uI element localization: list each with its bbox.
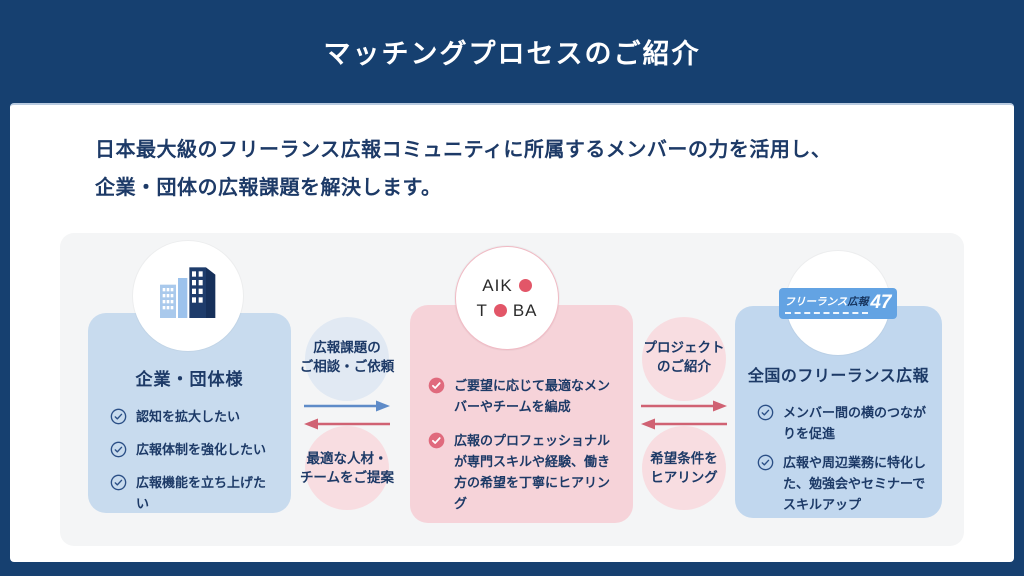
badge-text-navy: 広報	[847, 295, 869, 308]
badge-text: フリーランス広報	[784, 292, 869, 314]
page-title: マッチングプロセスのご紹介	[323, 39, 701, 69]
flow-blob	[642, 317, 726, 401]
aikotoba-logo-row: T BA	[476, 301, 537, 321]
check-circle-icon	[110, 474, 127, 514]
flow-label-line: 希望条件を	[650, 451, 718, 466]
check-circle-icon	[110, 441, 127, 464]
aikotoba-logo-row: AIK	[482, 275, 532, 296]
list-item-label: メンバー間の横のつながりを促進	[783, 405, 927, 441]
badge-text-white: フリーランス	[784, 295, 848, 308]
arrow-right-icon	[304, 399, 390, 412]
check-circle-icon	[110, 408, 127, 431]
list-item-label: 広報や周辺業務に特化した、勉強会やセミナーでスキルアップ	[783, 455, 927, 512]
intro-line-1: 日本最大級のフリーランス広報コミュニティに所属するメンバーの力を活用し、	[95, 139, 832, 161]
company-panel-title: 企業・団体様	[135, 370, 244, 389]
list-item-label: 認知を拡大したい	[136, 409, 241, 424]
flow-blob	[305, 317, 389, 401]
list-item-label: 広報機能を立ち上げたい	[136, 475, 267, 511]
freelance-logo-circle: フリーランス広報 47	[778, 251, 898, 355]
flow-label-line: 最適な人材・	[306, 451, 388, 466]
check-circle-filled-icon	[428, 377, 445, 417]
aikotoba-logo: AIK T BA	[476, 276, 537, 321]
logo-text: T	[476, 300, 488, 320]
list-item: 認知を拡大したい	[110, 406, 273, 431]
intro-text: 日本最大級のフリーランス広報コミュニティに所属するメンバーの力を活用し、 企業・…	[95, 131, 831, 207]
flow-blob	[305, 426, 389, 510]
check-circle-icon	[757, 404, 774, 444]
flow-label-propose: 最適な人材・ チームをご提案	[282, 449, 412, 487]
aikotoba-panel: ご要望に応じて最適なメンバーやチームを編成 広報のプロフェッショナルが専門スキル…	[410, 305, 633, 523]
list-item-label: 広報体制を強化したい	[136, 442, 267, 457]
flow-label-line: 広報課題の	[313, 340, 381, 355]
company-logo-circle	[133, 241, 243, 351]
flow-label-line: ヒアリング	[650, 470, 718, 485]
flow-label-hearing: 希望条件を ヒアリング	[619, 449, 749, 487]
check-circle-icon	[757, 454, 774, 515]
flow-label-line: ご相談・ご依頼	[299, 359, 395, 374]
flow-label-line: チームをご提案	[299, 470, 395, 485]
list-item-label: 広報のプロフェッショナルが専門スキルや経験、働き方の希望を丁寧にヒアリング	[454, 433, 611, 511]
logo-dot-o-icon	[518, 279, 532, 292]
aikotoba-logo-circle: AIK T BA	[455, 246, 559, 350]
logo-text: AIK	[482, 275, 513, 295]
header-band: マッチングプロセスのご紹介	[0, 0, 1024, 103]
list-item: 広報や周辺業務に特化した、勉強会やセミナーでスキルアップ	[757, 452, 928, 515]
footer-band	[0, 562, 1024, 576]
company-check-list: 認知を拡大したい 広報体制を強化したい 広報機能を立ち上げたい	[88, 406, 291, 514]
logo-text: BA	[512, 300, 538, 320]
aikotoba-check-list: ご要望に応じて最適なメンバーやチームを編成 広報のプロフェッショナルが専門スキル…	[410, 375, 633, 514]
logo-dot-o-icon	[493, 304, 507, 317]
flow-label-consult: 広報課題の ご相談・ご依頼	[282, 338, 412, 376]
flow-label-line: のご紹介	[657, 359, 711, 374]
flow-label-project: プロジェクト のご紹介	[619, 338, 749, 376]
arrow-right-icon	[641, 399, 727, 412]
list-item: ご要望に応じて最適なメンバーやチームを編成	[428, 375, 617, 417]
flow-label-line: プロジェクト	[643, 340, 725, 355]
check-circle-filled-icon	[428, 432, 445, 514]
flow-blob	[642, 426, 726, 510]
list-item-label: ご要望に応じて最適なメンバーやチームを編成	[454, 378, 611, 414]
buildings-icon	[156, 265, 220, 328]
list-item: メンバー間の横のつながりを促進	[757, 402, 928, 444]
arrow-left-icon	[304, 417, 390, 430]
arrow-left-icon	[641, 417, 727, 430]
list-item: 広報体制を強化したい	[110, 439, 273, 464]
intro-line-2: 企業・団体の広報課題を解決します。	[95, 177, 442, 199]
list-item: 広報のプロフェッショナルが専門スキルや経験、働き方の希望を丁寧にヒアリング	[428, 430, 617, 514]
freelance-panel: 全国のフリーランス広報 メンバー間の横のつながりを促進 広報や周辺業務に特化した…	[735, 306, 942, 518]
freelance-panel-title: 全国のフリーランス広報	[747, 368, 930, 385]
freelance-check-list: メンバー間の横のつながりを促進 広報や周辺業務に特化した、勉強会やセミナーでスキ…	[735, 402, 942, 515]
badge-number: 47	[870, 291, 892, 313]
company-panel: 企業・団体様 認知を拡大したい 広報体制を強化したい 広報機能を立ち上げたい	[88, 313, 291, 513]
freelance47-badge: フリーランス広報 47	[778, 287, 898, 319]
list-item: 広報機能を立ち上げたい	[110, 472, 273, 514]
